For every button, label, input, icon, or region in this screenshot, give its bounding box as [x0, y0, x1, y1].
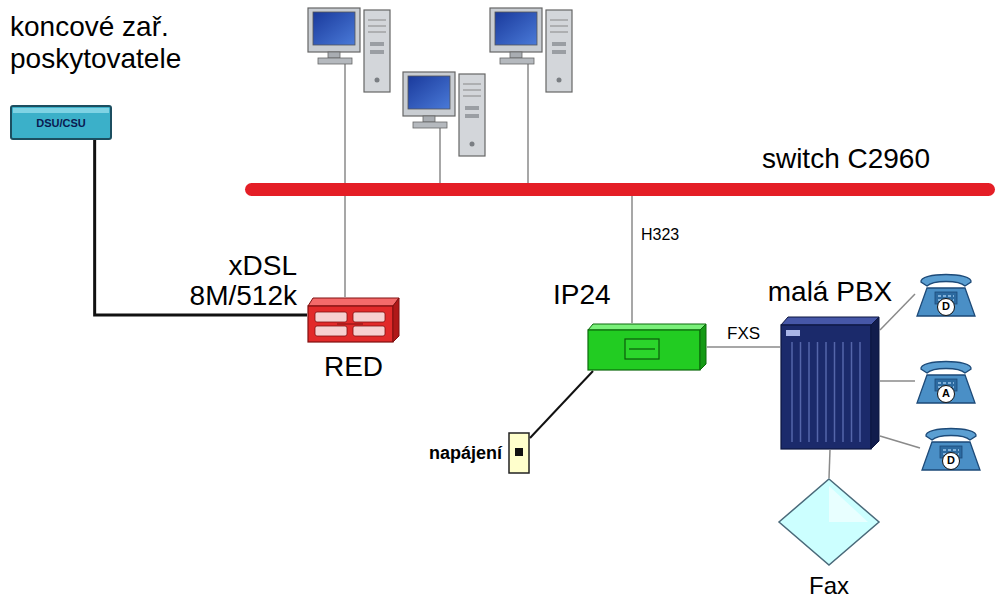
phone-icon: D: [920, 422, 982, 474]
device-name: DSU/CSU: [36, 116, 86, 129]
power-label: napájení: [429, 443, 502, 464]
pc-icon: [490, 8, 572, 92]
gateway-box: IP24: [587, 323, 707, 371]
link-line: [707, 346, 780, 348]
pbx-box: malá PBX: [780, 316, 880, 450]
pc-icon: [308, 8, 390, 92]
link-line: [530, 371, 593, 438]
link-label: H323: [639, 226, 681, 244]
node-shape: [587, 323, 707, 371]
phone-type: D: [938, 299, 954, 314]
power-socket: napájení: [508, 432, 530, 474]
phone-icon: D: [915, 268, 977, 320]
phone-icon: A: [915, 355, 977, 407]
link-line: [344, 196, 346, 297]
phone-type: A: [938, 386, 954, 401]
pc-link: [344, 64, 346, 186]
link-line: [631, 196, 633, 323]
provider-device: koncové zař. poskytovateleDSU/CSU: [10, 105, 112, 140]
phone-badge: A: [937, 385, 955, 403]
router-label: RED: [324, 351, 383, 383]
node-shape: [508, 432, 530, 474]
fax-diamond: Fax: [778, 478, 880, 566]
device-caption: koncové zař. poskytovatele: [10, 11, 225, 75]
fax-label: Fax: [809, 572, 849, 600]
switch-label: switch C2960: [762, 143, 930, 175]
link-label: FXS: [725, 324, 762, 344]
node-shape: [780, 316, 880, 450]
link-line: [880, 380, 915, 382]
pbx-label: malá PBX: [768, 276, 893, 308]
pc-link: [527, 64, 529, 186]
switch-bus: switch C2960: [245, 183, 995, 196]
link-line: [829, 450, 830, 478]
node-shape: [307, 297, 400, 343]
link-line: [95, 140, 307, 315]
phone-badge: D: [937, 298, 955, 316]
phone-type: D: [943, 453, 959, 468]
link-line: [880, 436, 920, 448]
link-label: xDSL 8M/512k: [165, 251, 299, 311]
pc-icon: [403, 72, 485, 156]
pc-link: [439, 128, 441, 186]
router-box: RED: [307, 297, 400, 343]
phone-badge: D: [942, 452, 960, 470]
gateway-label: IP24: [553, 279, 611, 311]
node-shape: [778, 478, 880, 566]
